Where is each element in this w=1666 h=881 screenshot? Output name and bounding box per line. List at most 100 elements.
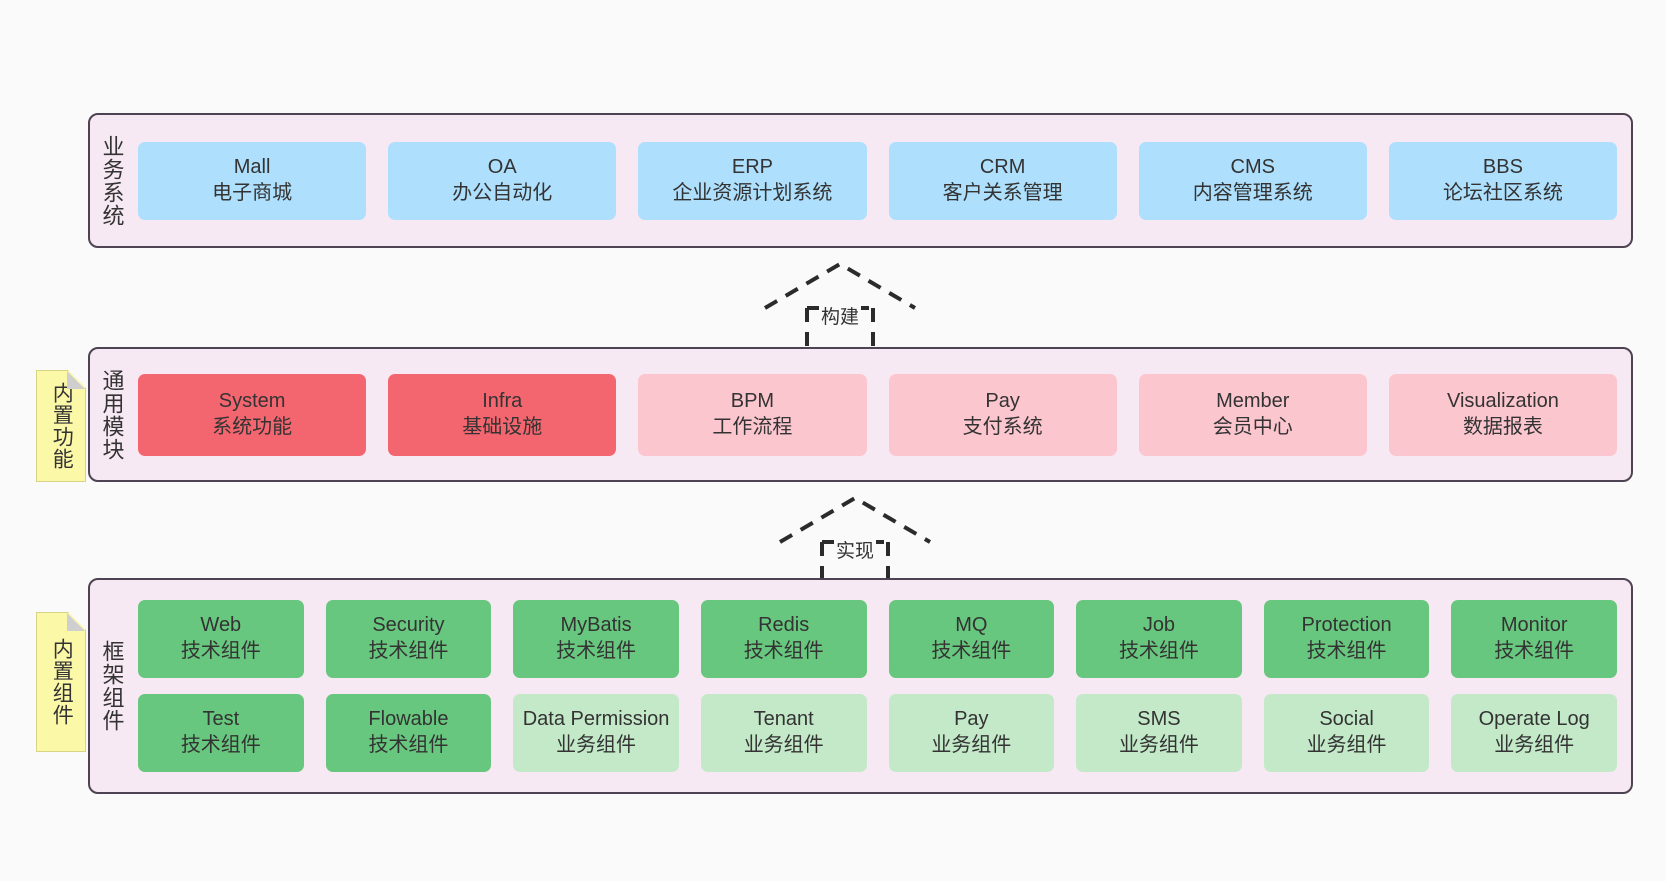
card-title-en: Flowable [368, 708, 449, 731]
card-title-cn: 工作流程 [712, 415, 793, 438]
card-title-en: System [218, 389, 286, 412]
layer-framework-component-label: 框架组件 [99, 640, 125, 732]
framework-card-security[interactable]: Security 技术组件 [325, 600, 492, 678]
card-title-cn: 技术组件 [180, 734, 261, 756]
card-title-cn: 技术组件 [743, 640, 824, 662]
card-title-en: Mall [233, 155, 271, 178]
business-card-bbs[interactable]: BBS 论坛社区系统 [1388, 141, 1618, 220]
card-title-en: Pay [954, 708, 989, 731]
connector-implement: 实现 [770, 492, 940, 592]
card-title-en: Web [200, 614, 242, 637]
card-title-cn: 技术组件 [1494, 640, 1575, 662]
card-title-en: Member [1216, 389, 1290, 412]
business-card-mall[interactable]: Mall 电子商城 [138, 141, 367, 220]
card-title-cn: 业务组件 [1494, 734, 1575, 756]
connector-implement-label: 实现 [833, 536, 877, 563]
card-title-cn: 客户关系管理 [942, 181, 1063, 204]
framework-card-social[interactable]: Social 业务组件 [1263, 694, 1430, 772]
note-builtin-function: 内置功能 [36, 370, 86, 482]
framework-card-mq[interactable]: MQ 技术组件 [888, 600, 1055, 678]
card-title-cn: 技术组件 [556, 640, 637, 662]
card-title-cn: 办公自动化 [452, 181, 553, 204]
layer-common-module-label: 通用模块 [99, 368, 125, 461]
card-title-cn: 数据报表 [1462, 415, 1543, 438]
framework-card-test[interactable]: Test 技术组件 [138, 694, 304, 772]
business-card-oa[interactable]: OA 办公自动化 [388, 141, 617, 220]
card-title-en: Visualization [1446, 389, 1559, 412]
framework-card-operate-log[interactable]: Operate Log 业务组件 [1451, 694, 1617, 772]
common-card-pay[interactable]: Pay 支付系统 [888, 373, 1117, 456]
card-title-en: MyBatis [560, 614, 632, 637]
business-card-cms[interactable]: CMS 内容管理系统 [1138, 141, 1367, 220]
card-title-cn: 论坛社区系统 [1442, 181, 1563, 204]
note-builtin-component: 内置组件 [36, 612, 86, 752]
common-card-system[interactable]: System 系统功能 [138, 373, 367, 456]
card-title-en: BPM [730, 389, 775, 412]
card-title-en: CMS [1230, 155, 1275, 178]
card-title-en: Operate Log [1478, 708, 1590, 731]
card-title-cn: 电子商城 [212, 181, 293, 204]
business-card-row: Mall 电子商城 OA 办公自动化 ERP 企业资源计划系统 CRM 客户关系管理 CMS 内容… [138, 141, 1618, 220]
framework-card-monitor[interactable]: Monitor 技术组件 [1451, 600, 1617, 678]
card-title-en: Data Permission [522, 708, 670, 731]
common-card-member[interactable]: Member 会员中心 [1138, 373, 1367, 456]
card-title-en: Infra [482, 389, 523, 412]
card-title-cn: 业务组件 [931, 734, 1012, 756]
note-builtin-component-label: 内置组件 [50, 638, 74, 726]
framework-card-pay[interactable]: Pay 业务组件 [888, 694, 1055, 772]
framework-card-job[interactable]: Job 技术组件 [1076, 600, 1242, 678]
common-card-visualization[interactable]: Visualization 数据报表 [1388, 373, 1618, 456]
card-title-cn: 系统功能 [212, 415, 293, 438]
card-title-cn: 会员中心 [1212, 415, 1293, 438]
note-fold-icon [67, 613, 85, 631]
framework-card-data-permission[interactable]: Data Permission 业务组件 [513, 694, 679, 772]
card-title-cn: 支付系统 [962, 415, 1043, 438]
card-title-en: ERP [731, 155, 773, 178]
card-title-cn: 企业资源计划系统 [672, 181, 833, 204]
card-title-cn: 技术组件 [1118, 640, 1199, 662]
card-title-cn: 业务组件 [743, 734, 824, 756]
card-title-en: Test [202, 708, 240, 731]
card-title-cn: 技术组件 [368, 734, 449, 756]
card-title-en: Social [1319, 708, 1374, 731]
card-title-cn: 技术组件 [368, 640, 449, 662]
business-card-crm[interactable]: CRM 客户关系管理 [888, 141, 1117, 220]
card-title-en: OA [487, 155, 517, 178]
card-title-cn: 业务组件 [556, 734, 637, 756]
card-title-en: Tenant [753, 708, 814, 731]
note-builtin-function-label: 内置功能 [50, 382, 74, 470]
card-title-cn: 内容管理系统 [1192, 181, 1313, 204]
card-title-en: BBS [1482, 155, 1523, 178]
common-card-bpm[interactable]: BPM 工作流程 [638, 373, 867, 456]
card-title-cn: 技术组件 [180, 640, 261, 662]
card-title-en: Pay [985, 389, 1020, 412]
card-title-en: Security [372, 614, 445, 637]
card-title-en: Job [1142, 614, 1176, 637]
framework-card-flowable[interactable]: Flowable 技术组件 [325, 694, 492, 772]
card-title-cn: 技术组件 [931, 640, 1012, 662]
business-card-erp[interactable]: ERP 企业资源计划系统 [638, 141, 867, 220]
framework-card-mybatis[interactable]: MyBatis 技术组件 [513, 600, 679, 678]
card-title-cn: 业务组件 [1306, 734, 1387, 756]
framework-card-web[interactable]: Web 技术组件 [138, 600, 304, 678]
layer-business-system-body: Mall 电子商城 OA 办公自动化 ERP 企业资源计划系统 CRM 客户关系管理 CMS 内容… [134, 115, 1631, 246]
connector-build: 构建 [755, 258, 925, 358]
note-fold-icon [67, 371, 85, 389]
card-title-en: Monitor [1500, 614, 1568, 637]
card-title-en: CRM [979, 155, 1026, 178]
card-title-en: MQ [955, 614, 988, 637]
connector-build-label: 构建 [818, 302, 862, 329]
framework-card-tenant[interactable]: Tenant 业务组件 [700, 694, 867, 772]
